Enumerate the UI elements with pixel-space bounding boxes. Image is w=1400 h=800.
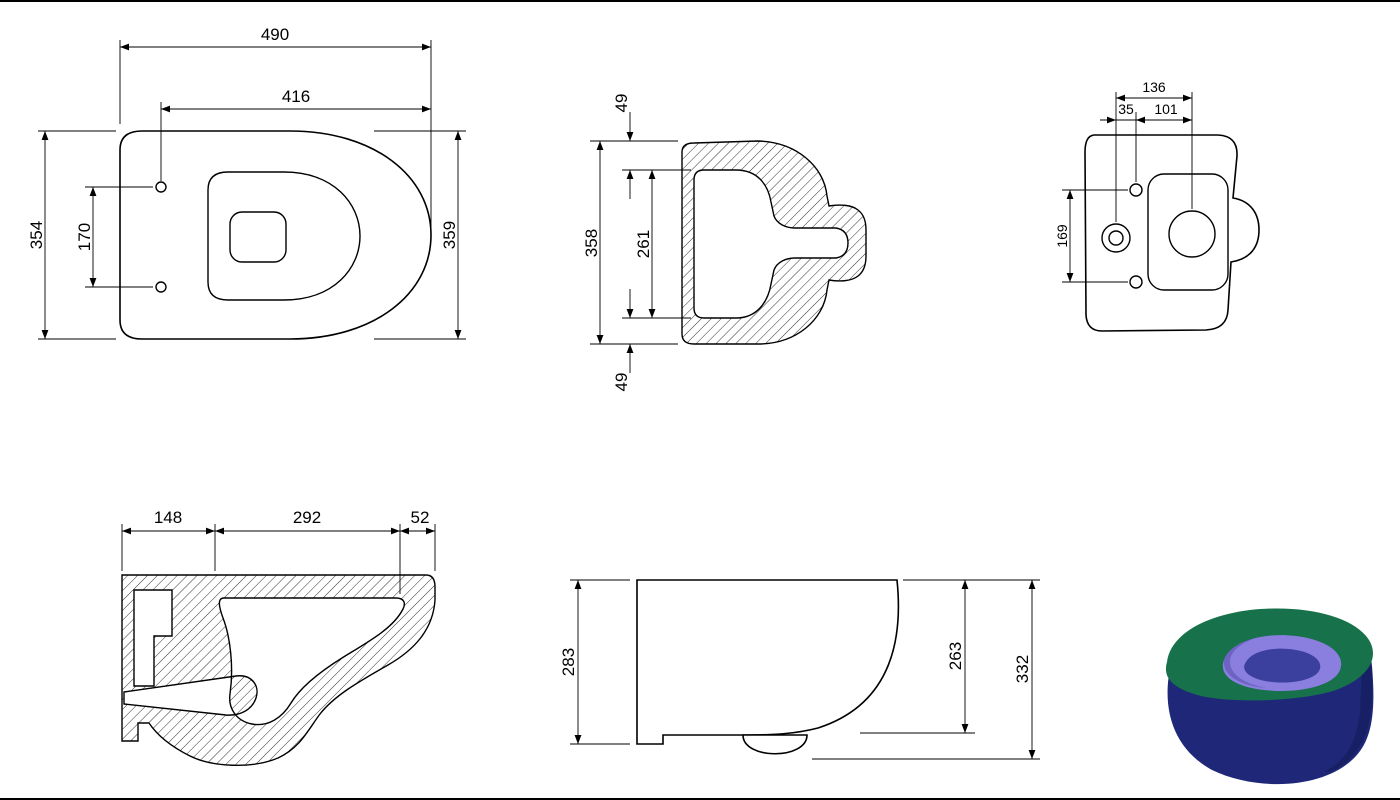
- top-view: 490 416 354 170 359: [27, 25, 466, 340]
- dimension-354: 354: [27, 130, 116, 340]
- dimension-490: 490: [119, 25, 432, 228]
- dim-label-416: 416: [282, 87, 310, 106]
- dim-label-359: 359: [440, 221, 459, 249]
- side-view: 283 263 332: [559, 579, 1040, 760]
- render-bowl-rim-shade: [1223, 636, 1266, 688]
- dim-label-292: 292: [293, 508, 321, 527]
- dimension-169: 169: [1054, 189, 1128, 283]
- dimension-170: 170: [75, 186, 153, 288]
- dim-label-52: 52: [411, 508, 430, 527]
- drain-boss: [742, 734, 808, 755]
- mounting-hole-top: [155, 181, 167, 193]
- bolt-hole-top: [1129, 183, 1143, 197]
- flush-outlet: [229, 211, 287, 263]
- dim-label-261: 261: [634, 230, 653, 258]
- side-section-walls: [121, 574, 436, 766]
- rear-outline: [1084, 134, 1260, 332]
- dimension-261: 261: [622, 169, 691, 319]
- dimension-283: 283: [559, 579, 630, 745]
- gasket-plate: [1147, 173, 1229, 291]
- dimension-358: 358: [582, 140, 678, 345]
- render-body-shadow: [1324, 664, 1372, 772]
- dim-label-283: 283: [559, 648, 578, 676]
- dimension-263: 263: [860, 579, 1040, 734]
- side-outline: [636, 579, 900, 745]
- section-walls: [681, 140, 867, 345]
- dim-label-169: 169: [1054, 224, 1070, 248]
- dimension-49-top: 49: [612, 94, 634, 199]
- dim-label-49-top: 49: [612, 94, 631, 113]
- dimension-416: 416: [160, 87, 431, 181]
- dimension-332: 332: [812, 580, 1040, 760]
- dim-label-101: 101: [1154, 101, 1178, 117]
- horizontal-section-view: 358 261 49 49: [582, 94, 867, 392]
- dim-label-332: 332: [1013, 655, 1032, 683]
- dim-label-263: 263: [946, 642, 965, 670]
- water-inlet-inner: [1108, 230, 1124, 246]
- side-section-view: 148 292 52: [121, 508, 436, 766]
- dim-label-354: 354: [27, 221, 46, 249]
- dim-label-170: 170: [75, 223, 94, 251]
- render-3d: [1165, 608, 1374, 785]
- render-bowl-inner: [1244, 648, 1321, 683]
- dimension-35-101: 35 101: [1100, 101, 1192, 124]
- dim-label-358: 358: [582, 229, 601, 257]
- dimension-148-292-52: 148 292 52: [121, 508, 436, 594]
- dimension-359: 359: [374, 130, 466, 340]
- mounting-hole-bottom: [155, 281, 167, 293]
- drain-hole: [1168, 210, 1216, 258]
- water-inlet-outer: [1101, 223, 1131, 253]
- dimension-49-bottom: 49: [612, 289, 634, 392]
- dim-label-136: 136: [1142, 79, 1166, 95]
- dim-label-35: 35: [1118, 101, 1134, 117]
- bowl-outline: [119, 130, 432, 340]
- seat-opening: [207, 171, 361, 301]
- bolt-hole-bottom: [1129, 275, 1143, 289]
- rear-view: 136 35 101 169: [1054, 79, 1260, 332]
- dim-label-49-bottom: 49: [612, 373, 631, 392]
- dim-label-490: 490: [261, 25, 289, 44]
- dimension-136: 136: [1115, 79, 1193, 222]
- dim-label-148: 148: [154, 508, 182, 527]
